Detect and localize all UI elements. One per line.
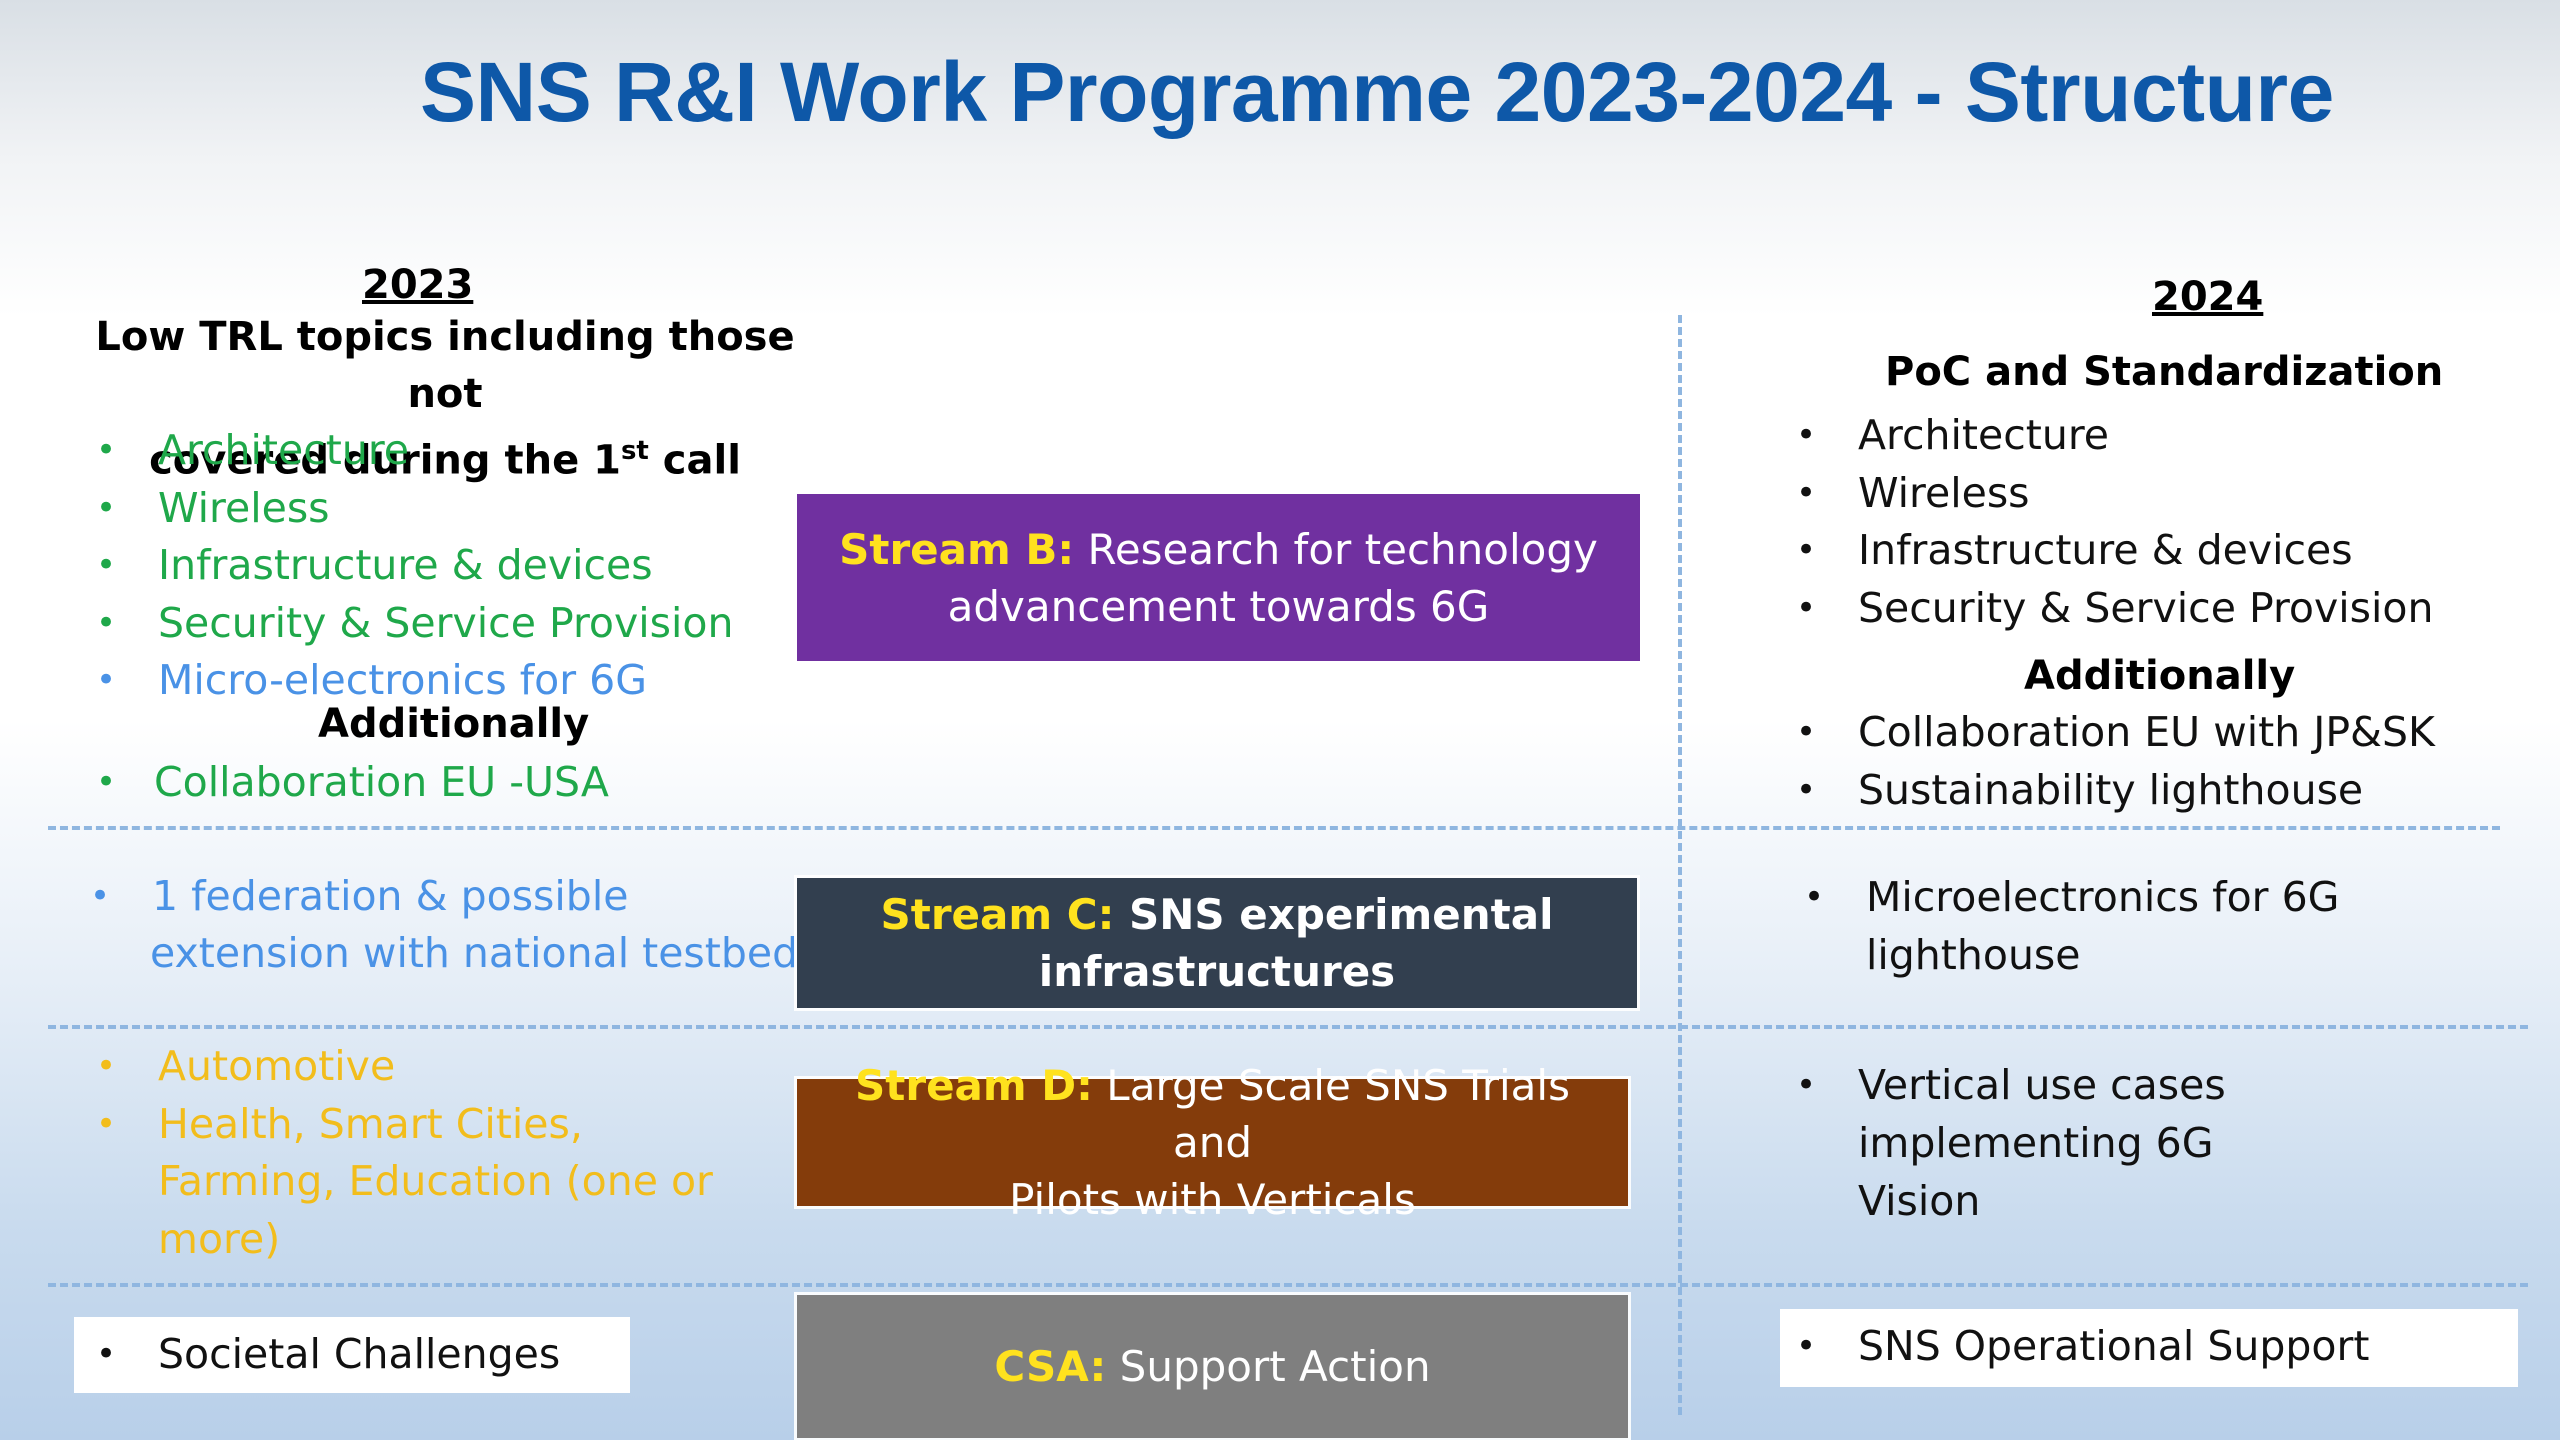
list-item: SNS Operational Support (1796, 1309, 2518, 1383)
list-item: Health, Smart Cities, (96, 1096, 583, 1154)
list-item: Societal Challenges (96, 1317, 630, 1391)
list-2023-stream-b: Architecture Wireless Infrastructure & d… (96, 422, 733, 710)
page-title: SNS R&I Work Programme 2023-2024 - Struc… (420, 45, 2334, 139)
stream-b-box: Stream B: Research for technology advanc… (797, 494, 1640, 661)
list-2023-stream-d: Automotive Health, Smart Cities, (96, 1038, 583, 1153)
list-2023-stream-c: 1 federation & possible (90, 868, 628, 926)
stream-d-label: Stream D: (855, 1061, 1093, 1110)
list-item: Wireless (1796, 465, 2433, 523)
vertical-divider (1678, 315, 1682, 1415)
csa-box: CSA: Support Action (797, 1295, 1628, 1438)
year-2023: 2023 (362, 262, 474, 308)
list-item-continuation: lighthouse (1866, 931, 2081, 979)
year-2024: 2024 (2152, 274, 2264, 320)
list-2023-csa: Societal Challenges (96, 1317, 630, 1391)
stream-d-box: Stream D: Large Scale SNS Trials and Pil… (797, 1061, 1628, 1224)
societal-challenges-box: Societal Challenges (74, 1317, 630, 1393)
list-2023-collab: Collaboration EU -USA (96, 754, 609, 812)
list-item-continuation: implementing 6G Vision (1858, 1119, 2214, 1225)
list-item: Wireless (96, 480, 733, 538)
list-item: 1 federation & possible (90, 868, 628, 926)
list-2024-stream-d: Vertical use cases (1796, 1057, 2226, 1115)
list-item: Security & Service Provision (1796, 580, 2433, 638)
list-2024-stream-c: Microelectronics for 6G (1804, 869, 2339, 927)
sns-operational-support-box: SNS Operational Support (1780, 1309, 2518, 1387)
list-2024-csa: SNS Operational Support (1796, 1309, 2518, 1383)
list-item: Micro-electronics for 6G (96, 652, 733, 710)
list-item: Architecture (96, 422, 733, 480)
list-item: Automotive (96, 1038, 583, 1096)
additionally-2024: Additionally (2024, 653, 2296, 699)
list-item-continuation: extension with national testbeds (150, 929, 820, 977)
divider-after-stream-c (48, 1025, 2528, 1029)
list-2024-extra: Collaboration EU with JP&SK Sustainabili… (1796, 704, 2435, 819)
list-item: Collaboration EU -USA (96, 754, 609, 812)
divider-after-stream-b (48, 826, 2500, 830)
stream-b-label: Stream B: (839, 524, 1075, 574)
csa-text: CSA: Support Action (994, 1342, 1431, 1391)
list-item: Infrastructure & devices (96, 537, 733, 595)
list-item-continuation: Farming, Education (one or more) (158, 1157, 713, 1263)
list-2024-stream-b: Architecture Wireless Infrastructure & d… (1796, 407, 2433, 637)
stream-c-text: Stream C: SNS experimental infrastructur… (880, 890, 1554, 996)
stream-c-box: Stream C: SNS experimental infrastructur… (797, 878, 1637, 1008)
additionally-2023: Additionally (318, 701, 590, 747)
list-item: Microelectronics for 6G (1804, 869, 2339, 927)
heading-2023-line1: Low TRL topics including those not (95, 314, 795, 417)
list-item: Infrastructure & devices (1796, 522, 2433, 580)
csa-label: CSA: (994, 1342, 1107, 1391)
stream-d-text: Stream D: Large Scale SNS Trials and Pil… (855, 1061, 1570, 1224)
list-item: Sustainability lighthouse (1796, 762, 2435, 820)
heading-2024: PoC and Standardization (1885, 349, 2444, 395)
divider-after-stream-d (48, 1283, 2528, 1287)
list-item: Architecture (1796, 407, 2433, 465)
stream-c-label: Stream C: (880, 890, 1115, 939)
list-item: Security & Service Provision (96, 595, 733, 653)
list-item: Collaboration EU with JP&SK (1796, 704, 2435, 762)
list-item: Vertical use cases (1796, 1057, 2226, 1115)
stream-b-text: Stream B: Research for technology advanc… (839, 524, 1598, 631)
